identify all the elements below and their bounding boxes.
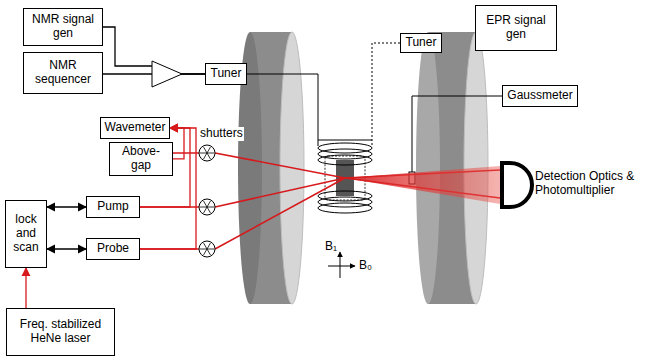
box-label: Gaussmeter [507,89,572,103]
epr-lead [372,43,400,146]
instrument-box: lock and scan [5,200,47,268]
shutter-label: shutters [199,127,244,141]
instrument-box: Tuner [205,63,247,85]
instrument-box: Gaussmeter [502,85,578,107]
instrument-box: Freq. stabilized HeNe laser [6,308,115,356]
b1-axis [340,252,341,278]
box-label: Above-gap [112,145,170,173]
box-label: Probe [97,242,129,256]
instrument-box: Wavemeter [100,117,170,139]
laser-beams [130,153,500,249]
field-label: B₁ [324,240,338,254]
instrument-box: NMR sequencer [23,52,103,94]
connector [47,248,86,249]
box-label: lock and scan [9,213,43,254]
instrument-box: Above-gap [109,142,173,176]
coil-bracket [318,140,372,141]
instrument-box: Pump [86,196,140,218]
box-label: EPR signal gen [484,14,548,42]
transmitted-beam [345,166,500,204]
box-label: Pump [97,200,128,214]
shutter-symbols [199,145,215,257]
instrument-box: NMR signal gen [23,8,103,46]
box-label: Wavemeter [105,121,166,135]
instrument-box: EPR signal gen [475,5,557,51]
connector [47,206,86,207]
nmr-lead [240,74,318,146]
box-label: NMR sequencer [32,59,94,87]
instrument-box: Tuner [400,33,442,53]
detector-label: Detection Optics & Photomultiplier [534,170,654,198]
box-label: NMR signal gen [32,13,94,41]
field-label: B₀ [358,259,373,273]
b0-axis [328,266,355,267]
detector-symbol [502,163,532,207]
box-label: Tuner [406,36,437,50]
amplifier-symbol [152,61,182,87]
connector [25,268,26,308]
instrument-box: Probe [86,238,140,260]
box-label: Tuner [211,67,242,81]
box-label: Freq. stabilized HeNe laser [11,318,110,346]
gaussmeter-lead [412,96,502,172]
